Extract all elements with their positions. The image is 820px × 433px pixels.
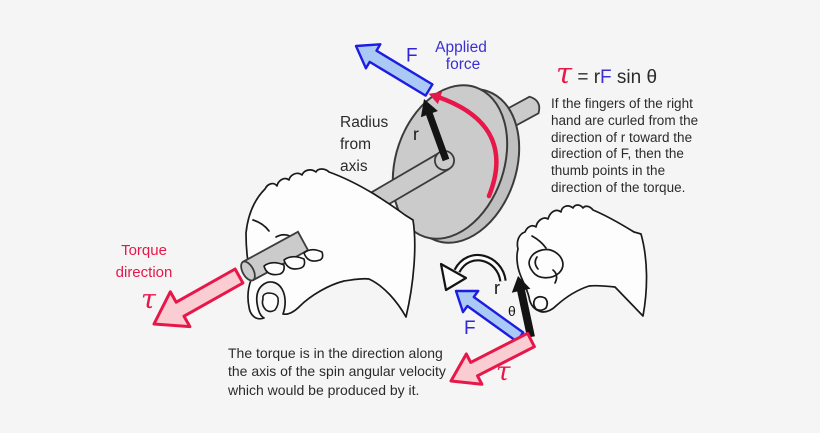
note-line: direction of F, then the xyxy=(551,146,684,162)
note-line: the axis of the spin angular velocity xyxy=(228,363,446,380)
note-line: If the fingers of the right xyxy=(551,96,693,111)
finger-curl-line xyxy=(552,269,558,284)
note-line: which would be produced by it. xyxy=(228,381,420,398)
torque-direction-line1: Torque xyxy=(121,242,167,259)
fingertip xyxy=(263,261,285,276)
small-radius-arrow xyxy=(511,276,535,338)
small-tau-label: τ xyxy=(496,357,511,387)
note-line: The torque is in the direction along xyxy=(228,345,443,361)
curl-ribbon-inner xyxy=(455,256,505,282)
finger-curl-line xyxy=(534,256,539,270)
torque-direction-arrow xyxy=(152,267,245,329)
note-line: direction of the torque. xyxy=(551,179,686,195)
torque-tau-symbol: τ xyxy=(141,284,156,315)
right-hand-rule-note: If the fingers of the right hand are cur… xyxy=(551,96,698,197)
note-line: hand are curled from the xyxy=(551,112,699,128)
equation-equals-r: = r xyxy=(572,67,601,88)
radius-arrow xyxy=(420,99,450,162)
radius-symbol-label: r xyxy=(413,124,419,144)
applied-force-label-line1: Applied xyxy=(435,39,487,56)
small-force-label: F xyxy=(464,318,476,339)
note-line: thumb points in the xyxy=(551,163,666,179)
small-torque-arrow xyxy=(449,331,536,386)
left-hand-fingertips xyxy=(261,248,324,313)
radius-label-line3: axis xyxy=(340,158,368,175)
small-theta-label: θ xyxy=(508,303,516,319)
fingertip xyxy=(283,255,306,270)
small-radius-label: r xyxy=(494,278,500,298)
right-thumbnail xyxy=(532,295,549,312)
curled-index-finger xyxy=(528,248,564,279)
rotation-arc-arrow xyxy=(435,94,499,199)
torque-direction-label: Torque direction xyxy=(104,240,184,284)
left-hand xyxy=(245,168,416,320)
left-hand-finger-line xyxy=(275,233,291,238)
equation-tau: τ xyxy=(556,56,573,90)
knuckle-seam-line xyxy=(531,235,547,249)
applied-force-label-line2: force xyxy=(446,56,480,73)
note-line: direction of r toward the xyxy=(551,129,693,145)
axle-end-cap xyxy=(240,260,256,282)
left-hand-crease xyxy=(252,219,270,232)
force-symbol-label: F xyxy=(406,46,418,67)
curl-ribbon-arrowhead xyxy=(439,262,468,292)
left-thumbnail xyxy=(261,292,279,313)
small-force-arrow xyxy=(454,289,525,343)
torque-direction-line2: direction xyxy=(115,264,173,281)
left-hand-silhouette xyxy=(245,168,416,320)
fingertip xyxy=(303,248,324,262)
applied-force-arrow xyxy=(354,43,434,97)
equation-sin-theta: sin θ xyxy=(611,67,658,88)
equation-force: F xyxy=(600,67,612,88)
right-fist xyxy=(516,204,648,317)
radius-label-line2: from xyxy=(340,136,371,153)
rotation-arc-arrowhead xyxy=(428,91,443,105)
radius-label-line1: Radius xyxy=(340,114,388,131)
bottom-note: The torque is in the direction along the… xyxy=(228,344,446,399)
